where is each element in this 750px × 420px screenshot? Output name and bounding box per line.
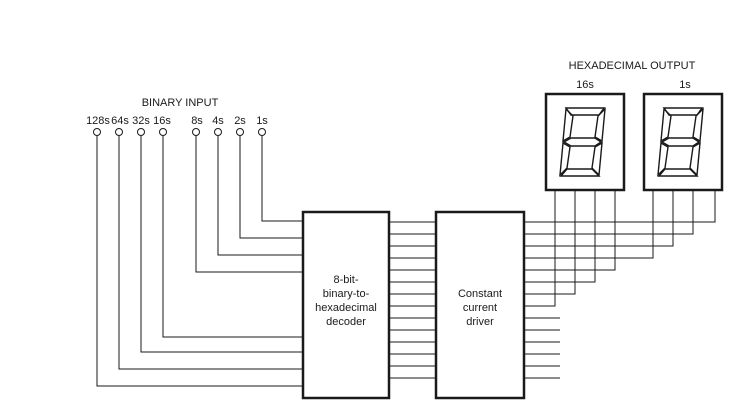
decoder-block: 8-bit- binary-to- hexadecimal decoder [301, 210, 391, 400]
hex-output-title: HEXADECIMAL OUTPUT [569, 60, 696, 72]
bit-label-2s: 2s [234, 115, 246, 127]
wire-128s [96, 136, 303, 387]
driver-block: Constant current driver [434, 210, 526, 400]
decoder-label-line-4: decoder [326, 316, 366, 328]
driver-label-line-1: Constant [458, 288, 502, 300]
seven-segment-icon [559, 107, 606, 177]
wire-64s [118, 136, 303, 370]
decoder-label-line-3: hexadecimal [315, 302, 377, 314]
input-terminal-16s [159, 128, 167, 136]
bit-label-16s: 16s [153, 115, 171, 127]
decoder-label-line-1: 8-bit- [333, 274, 358, 286]
bit-label-32s: 32s [132, 115, 150, 127]
wire-8s [195, 136, 303, 273]
input-terminal-64s [115, 128, 123, 136]
seven-segment-icon [657, 107, 704, 177]
digit-label-1s: 1s [679, 79, 691, 91]
display-1s [642, 92, 724, 192]
input-terminal-8s [192, 128, 200, 136]
wire-32s [140, 136, 303, 353]
wire-2s [239, 136, 303, 239]
decoder-driver-bus [389, 221, 436, 379]
digit-label-16s: 16s [576, 79, 594, 91]
display-16s [544, 92, 626, 192]
input-terminal-4s [214, 128, 222, 136]
wire-16s [162, 136, 303, 338]
bit-label-8s: 8s [191, 115, 203, 127]
driver-label-line-3: driver [466, 316, 494, 328]
bit-label-64s: 64s [111, 115, 129, 127]
input-terminal-32s [137, 128, 145, 136]
wire-4s [217, 136, 303, 256]
decoder-label-line-2: binary-to- [323, 288, 370, 300]
wire-1s [261, 136, 303, 222]
bit-label-4s: 4s [212, 115, 224, 127]
driver-display-wires [524, 190, 716, 379]
bit-label-128s: 128s [86, 115, 110, 127]
bit-label-1s: 1s [256, 115, 268, 127]
input-terminal-2s [236, 128, 244, 136]
input-terminal-1s [258, 128, 266, 136]
driver-label-line-2: current [463, 302, 497, 314]
binary-input-title: BINARY INPUT [142, 97, 219, 109]
input-terminal-128s [93, 128, 101, 136]
